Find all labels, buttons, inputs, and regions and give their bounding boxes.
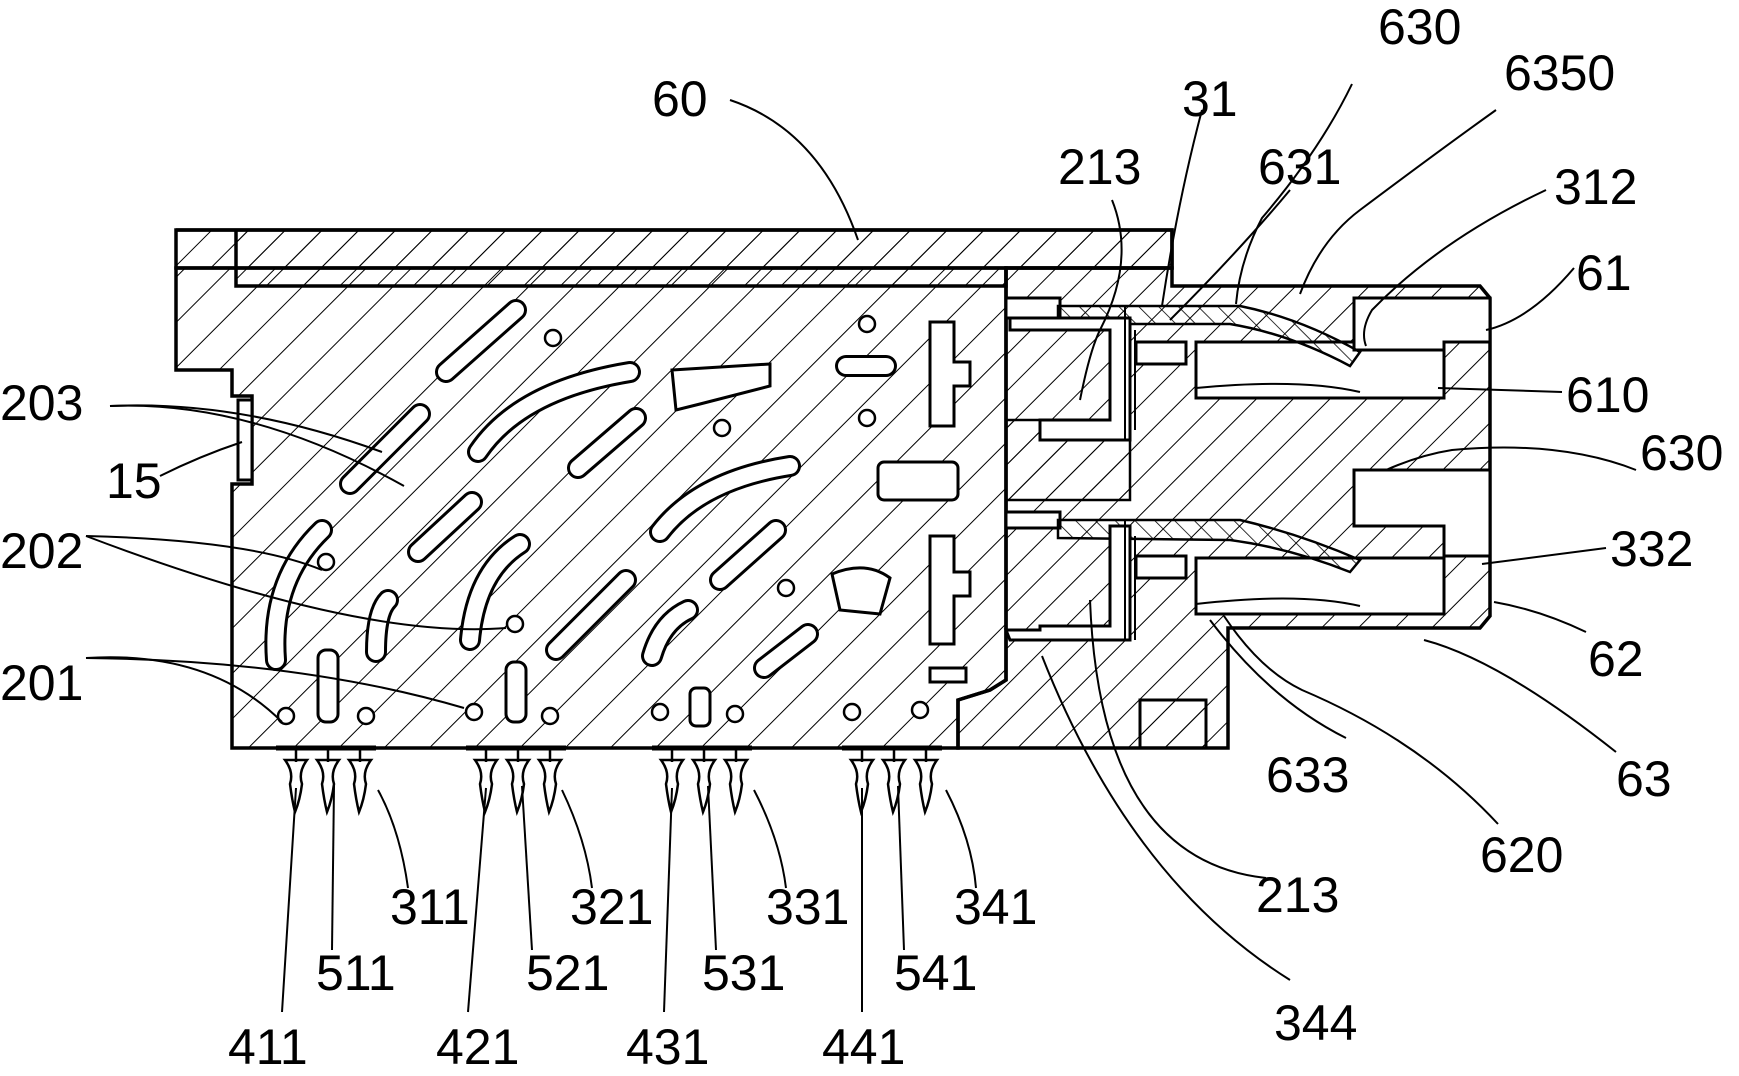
label-31: 31 (1182, 71, 1238, 127)
label-61: 61 (1576, 245, 1632, 301)
label-610: 610 (1566, 367, 1649, 423)
label-203: 203 (0, 375, 83, 431)
label-344: 344 (1274, 995, 1357, 1051)
label-62: 62 (1588, 631, 1644, 687)
label-202: 202 (0, 523, 83, 579)
internal-blocks (316, 320, 972, 728)
label-332: 332 (1610, 521, 1693, 577)
label-633: 633 (1266, 747, 1349, 803)
label-631: 631 (1258, 139, 1341, 195)
label-341: 341 (954, 879, 1037, 935)
label-312: 312 (1554, 159, 1637, 215)
label-511: 511 (316, 945, 396, 1001)
label-421: 421 (436, 1019, 519, 1075)
label-630-mid: 630 (1640, 425, 1723, 481)
main-body (174, 266, 1008, 750)
label-60: 60 (652, 71, 708, 127)
label-441: 441 (822, 1019, 905, 1075)
label-15: 15 (106, 453, 162, 509)
internal-slots (264, 299, 897, 679)
label-411: 411 (228, 1019, 308, 1075)
label-630-top: 630 (1378, 0, 1461, 55)
label-63: 63 (1616, 751, 1672, 807)
front-housing-63 (956, 266, 1492, 750)
leader-lines (85, 83, 1637, 1013)
label-6350: 6350 (1504, 45, 1615, 101)
terminal-pins (276, 745, 942, 816)
label-213-bottom: 213 (1256, 867, 1339, 923)
label-521: 521 (526, 945, 609, 1001)
label-321: 321 (570, 879, 653, 935)
label-431: 431 (626, 1019, 709, 1075)
label-311: 311 (390, 879, 470, 935)
label-331: 331 (766, 879, 849, 935)
upper-contact-31 (1004, 296, 1362, 442)
lower-contact-332 (1003, 510, 1363, 642)
label-541: 541 (894, 945, 977, 1001)
label-620: 620 (1480, 827, 1563, 883)
label-213-top: 213 (1058, 139, 1141, 195)
holes (276, 314, 930, 726)
label-201: 201 (0, 655, 83, 711)
label-531: 531 (702, 945, 785, 1001)
